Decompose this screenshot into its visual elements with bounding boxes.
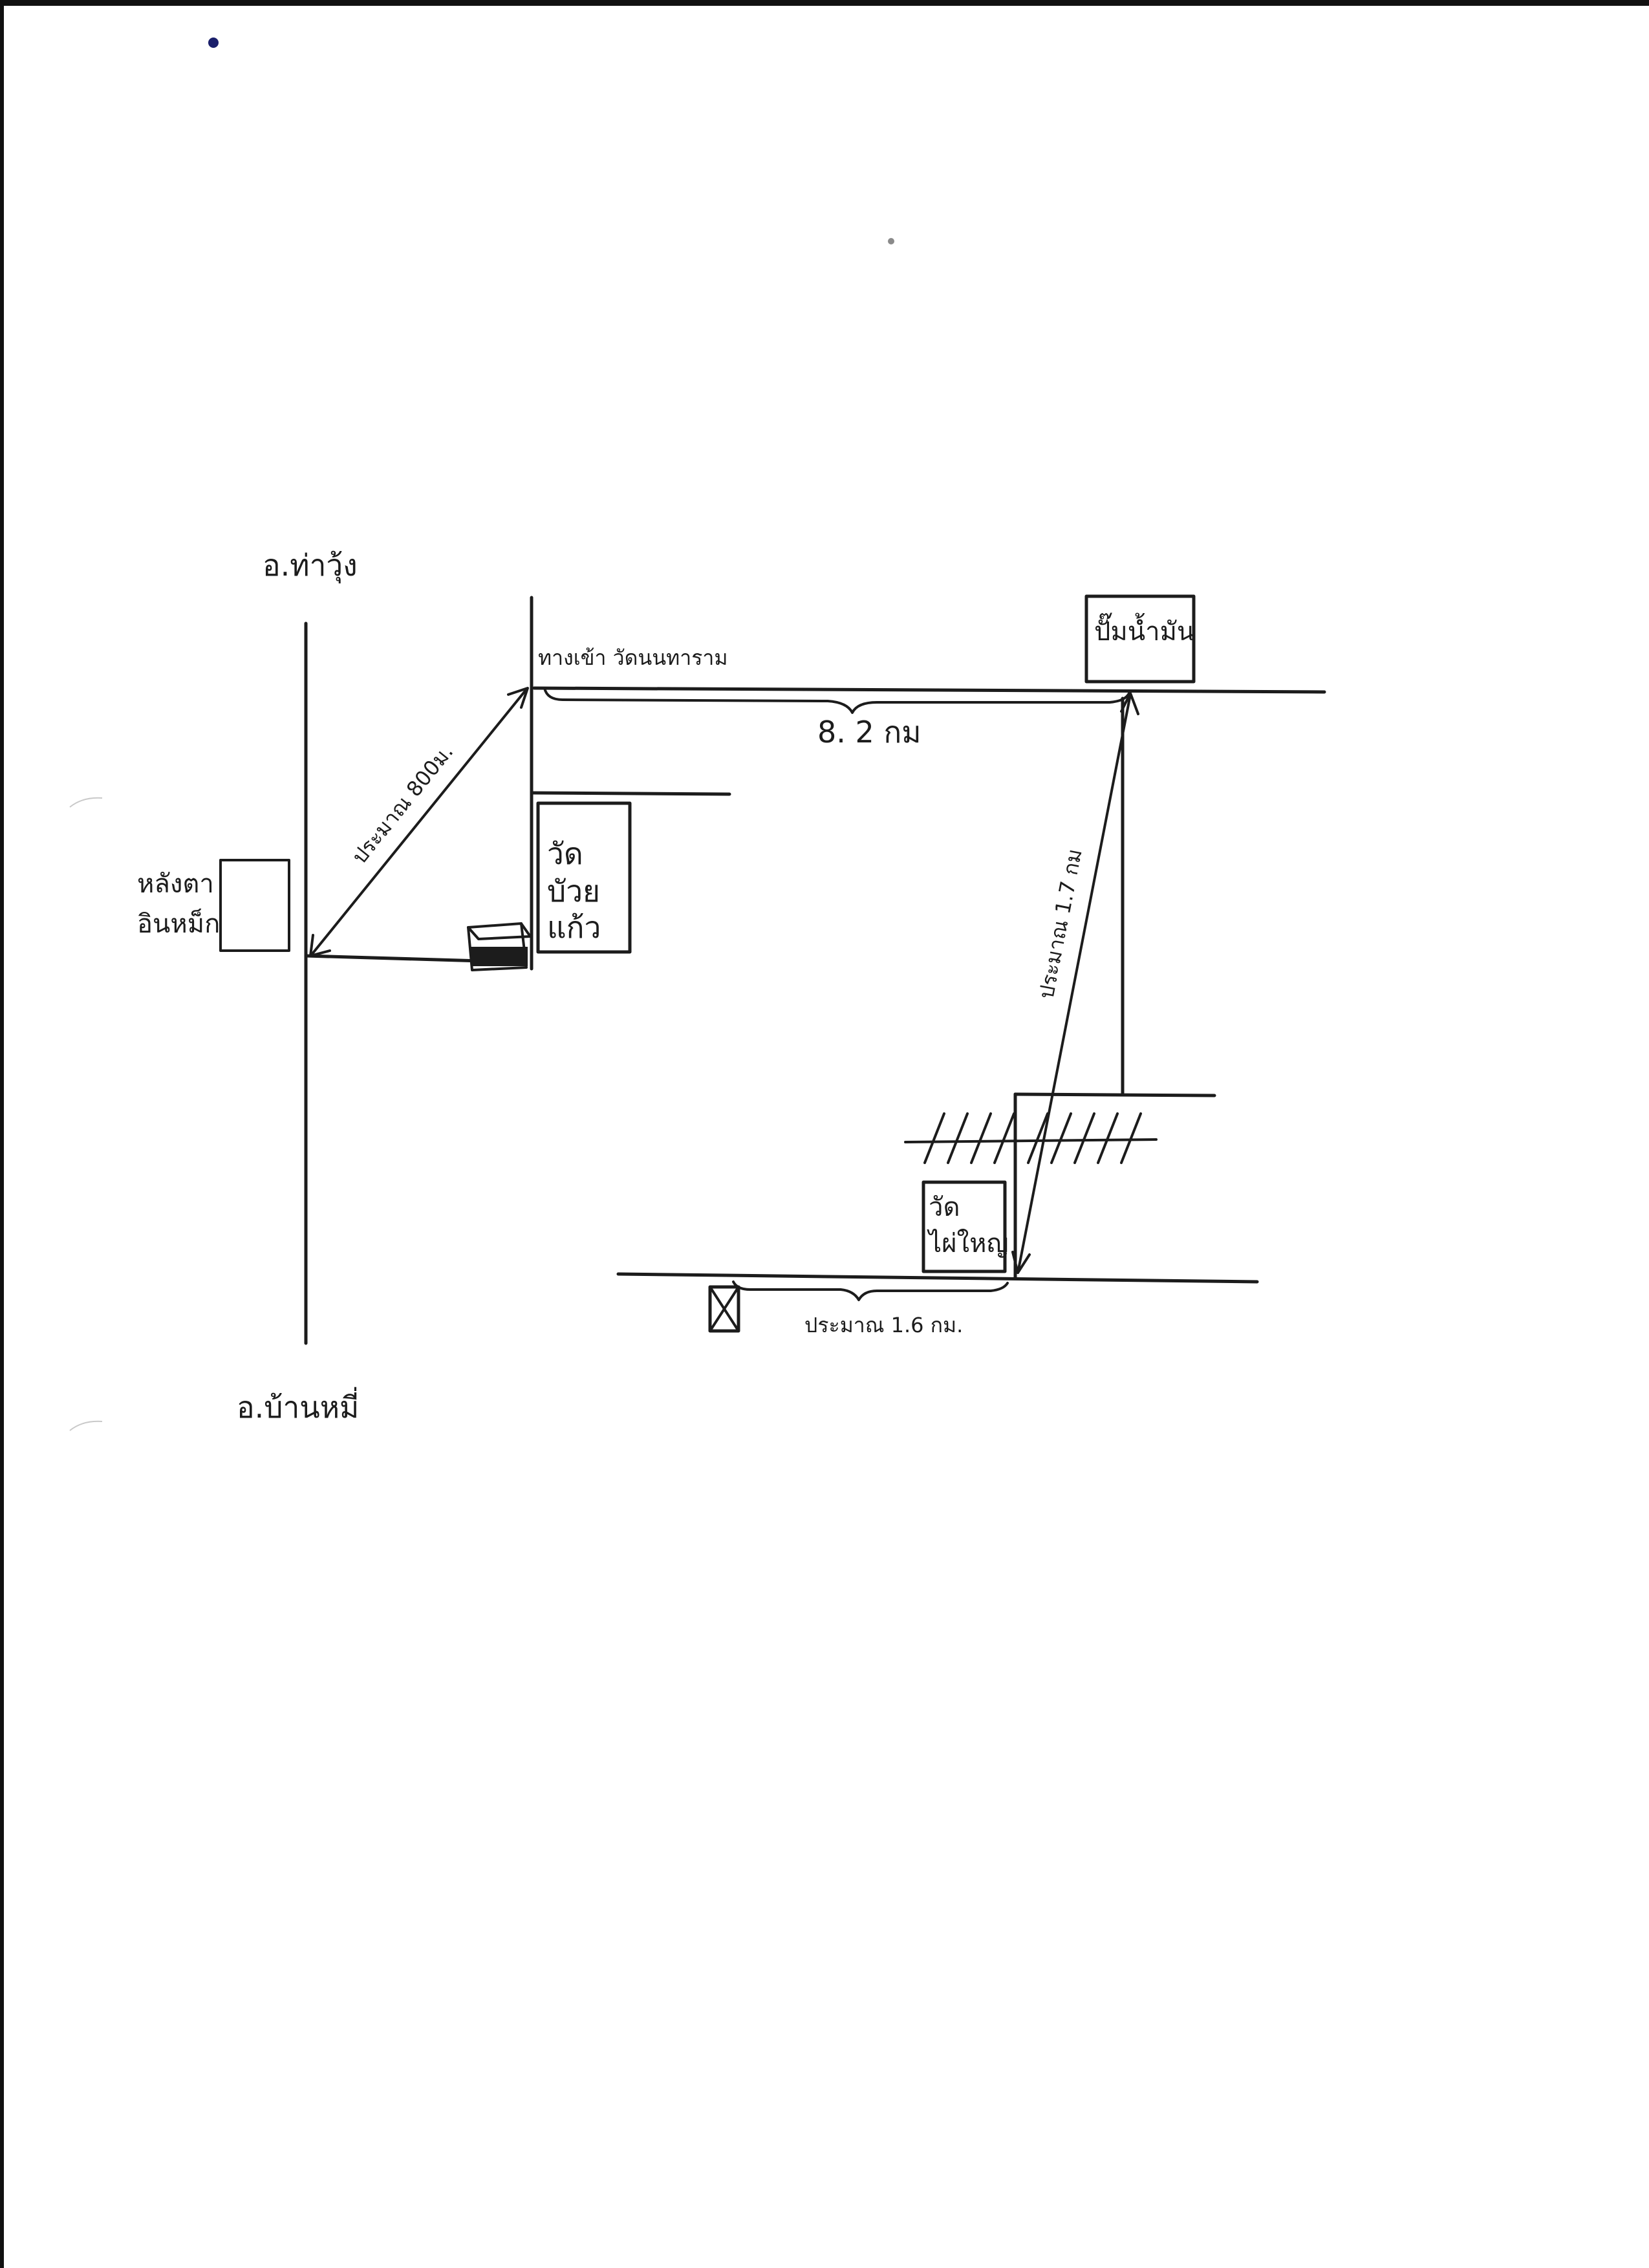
bus-shelter-icon [467,922,532,971]
ink-dot [208,38,219,48]
fuel-station-label: ปั๊มน้ำมัน [1094,612,1194,647]
distance-bottom-label: ประมาณ 1.6 กม. [804,1313,963,1337]
scan-left-edge [0,0,4,2268]
distance-top-brace [543,687,1130,714]
diagonal-arrowhead-bottom [309,934,331,957]
punch-hole-mark-lower [69,1420,103,1431]
right-diagonal-arrow [1017,693,1132,1274]
temple-1-building [536,801,632,954]
distance-top-label: 8. 2 กม [817,715,921,750]
distance-bottom-brace [732,1280,1009,1301]
distance-right-label: ประมาณ 1.7 กม [1034,847,1087,1000]
distance-diagonal-label: ประมาณ 800ม. [347,740,458,869]
railway-junction-road [1013,1092,1216,1097]
left-building-label-line2: อินหม็ก [137,908,220,939]
left-building [219,859,290,952]
left-building-label-line1: หลังตา [137,869,214,899]
temple-2-label-line2: ไผ่ใหญ่ [927,1228,1009,1258]
temple-1-label-line1: วัด [547,836,583,871]
east-road [532,686,1326,694]
railway-hatch-icon [904,1112,1158,1164]
bottom-road [616,1272,1259,1284]
side-road-to-start [304,954,483,963]
right-arrowhead-top [1120,692,1139,715]
temple-2-label-line1: วัด [929,1193,960,1222]
scan-top-edge [0,0,1649,6]
temple-1-road [531,791,731,796]
north-district-label: อ.ท่าวุ้ง [263,548,358,584]
temple-1-label-line3: แก้ว [547,910,601,945]
punch-hole-mark-upper [69,797,103,808]
fuel-station-building [1084,594,1196,684]
pencil-dot [888,238,894,244]
diagonal-arrow [310,688,528,956]
junction-label: ทางเข้า วัดนนทาราม [538,645,727,670]
temple-2-building [921,1180,1007,1273]
diagonal-arrowhead-top [507,687,529,709]
crossed-box-icon [708,1285,740,1333]
south-district-label: อ.บ้านหมี่ [237,1387,359,1425]
temple-1-label-line2: บัวย [547,874,600,909]
